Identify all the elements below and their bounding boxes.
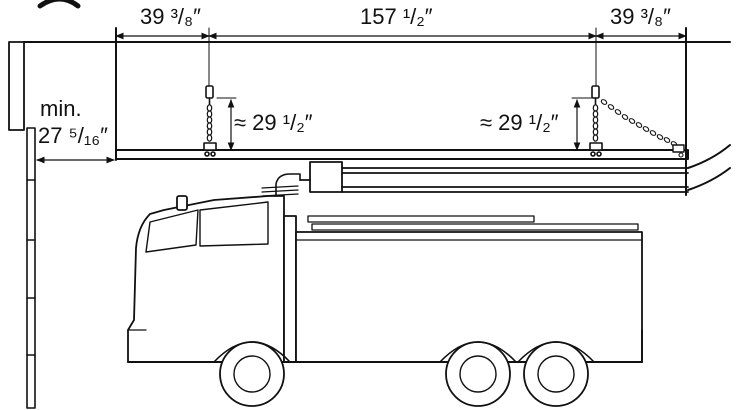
diagonal-chain-icon — [600, 99, 685, 158]
garage-door — [26, 127, 36, 409]
top-dimension-lines — [115, 27, 687, 87]
dim-clearance-value: 27 ⁵/₁₆″ — [38, 123, 108, 148]
dim-chain-drop-right: ≈ 29 ¹/₂″ — [480, 110, 559, 135]
fire-truck-icon — [127, 173, 643, 407]
exhaust-arm — [299, 161, 689, 193]
dim-left-span: 39 ³/₈″ — [140, 4, 201, 29]
dim-chain-drop-left: ≈ 29 ¹/₂″ — [234, 110, 313, 135]
dim-center-span: 157 ¹/₂″ — [360, 4, 433, 29]
exhaust-rail — [115, 149, 689, 160]
callout-circle — [37, 0, 81, 9]
dim-clearance-label: min. — [40, 96, 82, 121]
chain-icon — [203, 85, 217, 157]
exhaust-hose — [687, 144, 731, 191]
chain-icon — [589, 85, 603, 157]
wall-bracket — [8, 41, 25, 131]
dim-right-span: 39 ³/₈″ — [610, 4, 671, 29]
